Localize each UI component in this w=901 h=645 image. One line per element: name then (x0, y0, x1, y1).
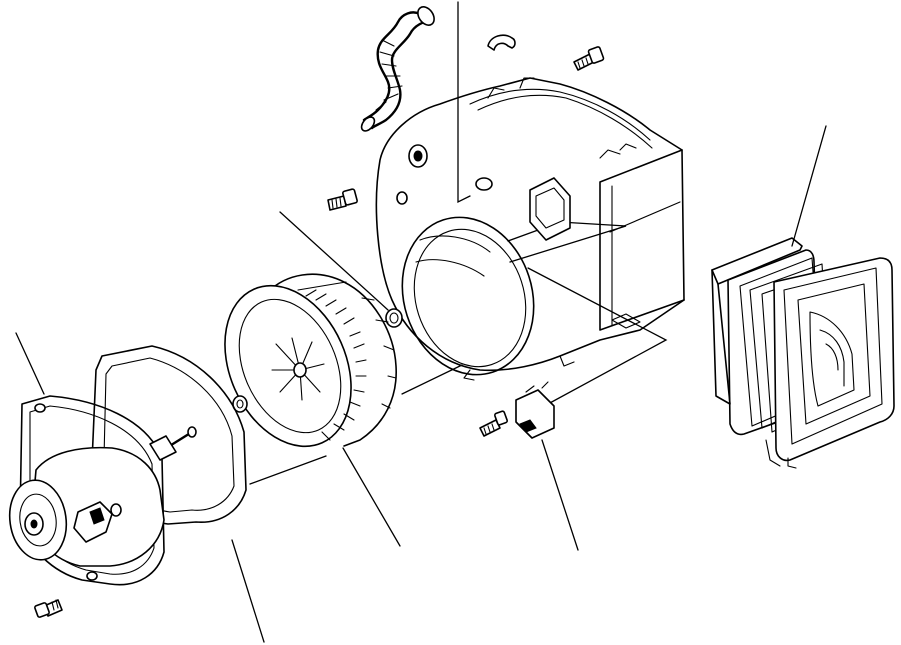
leader-lines (15, 1, 827, 643)
hose-clip (487, 34, 516, 51)
leader-resistor (541, 439, 579, 551)
washer (232, 395, 248, 413)
leader-fan-wheel (342, 447, 401, 547)
leader-motor (15, 332, 45, 395)
blower-housing (375, 77, 685, 381)
blower-motor (8, 395, 197, 586)
screw-housing-left (327, 188, 358, 211)
fan-hub (271, 337, 325, 401)
fan-nut (385, 308, 403, 328)
screw-motor (34, 599, 63, 618)
blower-resistor (515, 381, 555, 439)
leader-gasket-axis (249, 455, 327, 485)
screw-top (573, 46, 605, 71)
screw-resistor (479, 410, 508, 437)
leader-housing-bracket (507, 221, 627, 263)
drain-hose (360, 6, 435, 132)
leader-fan-axis (279, 211, 389, 311)
leader-duct-boot (791, 125, 827, 247)
leader-gasket (231, 539, 265, 643)
leader-hose-bracket (457, 1, 471, 204)
leader-housing-lower (527, 267, 668, 405)
fan-wheel (224, 273, 397, 448)
duct-boot (711, 237, 895, 469)
